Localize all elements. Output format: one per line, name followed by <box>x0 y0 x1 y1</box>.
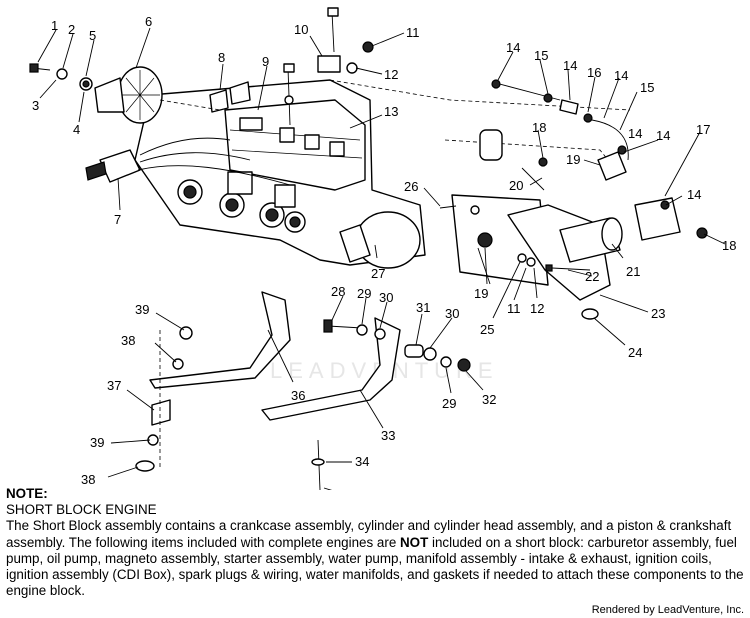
callout: 35 <box>351 489 365 490</box>
callout: 20 <box>509 178 523 193</box>
callout: 14 <box>628 126 642 141</box>
callout: 24 <box>628 345 642 360</box>
callout: 22 <box>585 269 599 284</box>
callout: 8 <box>218 50 225 65</box>
callout: 29 <box>357 286 371 301</box>
note-text-1: The Short Block assembly contains a cran… <box>6 518 732 550</box>
callout: 39 <box>135 302 149 317</box>
callout: 38 <box>121 333 135 348</box>
callout-labels: 1 2 3 4 5 6 7 8 9 10 11 12 13 14 14 14 1… <box>32 14 736 490</box>
callout: 30 <box>379 290 393 305</box>
mount-bracket-assembly <box>135 291 471 490</box>
rendered-by-credit: Rendered by LeadVenture, Inc. <box>591 604 744 616</box>
callout: 7 <box>114 212 121 227</box>
callout: 34 <box>355 454 369 469</box>
leader-lines <box>37 27 726 490</box>
callout: 3 <box>32 98 39 113</box>
callout: 14 <box>506 40 520 55</box>
callout: 30 <box>445 306 459 321</box>
note-body: The Short Block assembly contains a cran… <box>6 518 746 599</box>
callout: 9 <box>262 54 269 69</box>
callout: 6 <box>145 14 152 29</box>
callout: 14 <box>656 128 670 143</box>
callout: 28 <box>331 284 345 299</box>
callout: 14 <box>563 58 577 73</box>
callout: 31 <box>416 300 430 315</box>
callout: 2 <box>68 22 75 37</box>
exploded-parts-diagram: LEADVENTURE <box>29 7 736 490</box>
callout: 15 <box>534 48 548 63</box>
callout: 19 <box>474 286 488 301</box>
callout: 19 <box>566 152 580 167</box>
callout: 10 <box>294 22 308 37</box>
callout: 16 <box>587 65 601 80</box>
note-text-bold: NOT <box>399 534 429 550</box>
callout: 11 <box>507 301 521 316</box>
callout: 4 <box>73 122 80 137</box>
fuel-line-assembly <box>439 79 708 320</box>
note-text-2: included on a short block: carburetor as… <box>6 534 744 599</box>
engine-assembly <box>29 7 426 269</box>
callout: 15 <box>640 80 654 95</box>
callout: 25 <box>480 322 494 337</box>
callout: 12 <box>530 301 544 316</box>
callout: 21 <box>626 264 640 279</box>
callout: 32 <box>482 392 496 407</box>
note-heading: SHORT BLOCK ENGINE <box>6 502 157 518</box>
callout: 13 <box>384 104 398 119</box>
callout: 37 <box>107 378 121 393</box>
note-block: NOTE: SHORT BLOCK ENGINE The Short Block… <box>6 486 746 599</box>
note-title: NOTE: <box>6 486 48 501</box>
callout: 36 <box>291 388 305 403</box>
callout: 1 <box>51 18 58 33</box>
callout: 29 <box>442 396 456 411</box>
callout: 39 <box>90 435 104 450</box>
callout: 12 <box>384 67 398 82</box>
callout: 11 <box>406 25 420 40</box>
callout: 18 <box>722 238 736 253</box>
callout: 14 <box>687 187 701 202</box>
callout: 23 <box>651 306 665 321</box>
callout: 18 <box>532 120 546 135</box>
callout: 17 <box>696 122 710 137</box>
callout: 38 <box>81 472 95 487</box>
callout: 14 <box>614 68 628 83</box>
callout: 26 <box>404 179 418 194</box>
callout: 5 <box>89 28 96 43</box>
callout: 27 <box>371 266 385 281</box>
callout: 33 <box>381 428 395 443</box>
